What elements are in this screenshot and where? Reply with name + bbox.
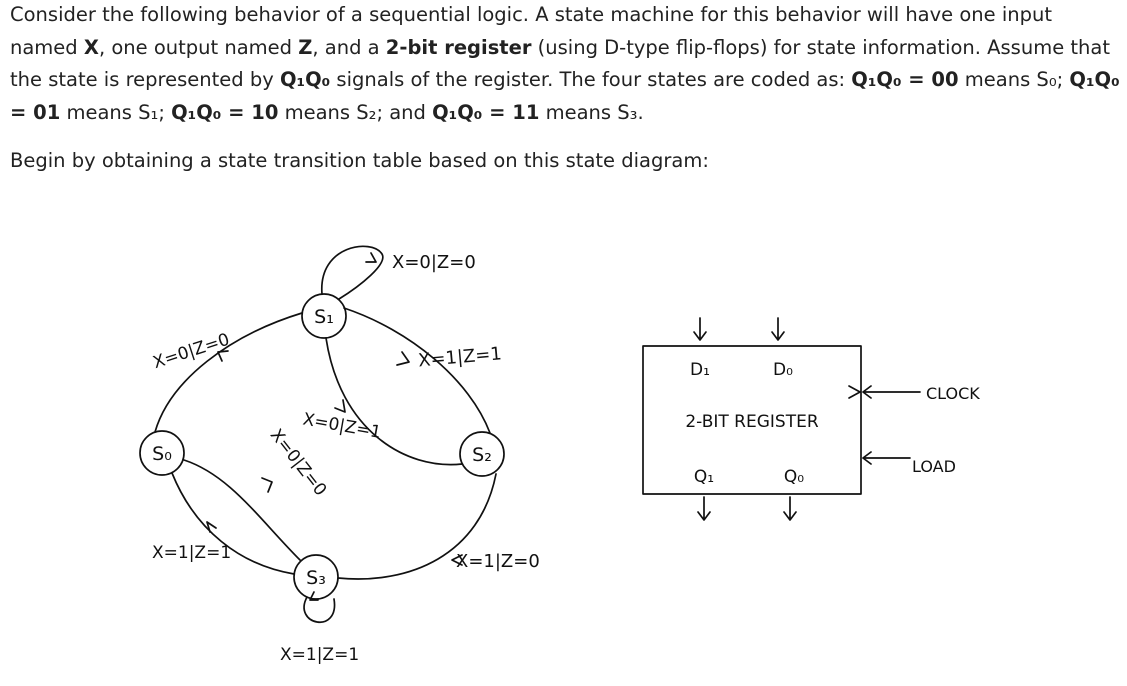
arrowhead [451,554,463,566]
transition-s3-s0-label: X=0|Z=0 [266,425,330,500]
text: , and a [312,35,386,59]
clock-label: CLOCK [926,384,980,403]
register-d0-label: D₀ [773,360,793,380]
load-label: LOAD [912,457,956,476]
state-code: Q₁Q₀ = 00 [851,68,959,92]
state-s0-label: S₀ [152,443,172,465]
text: Consider the following behavior of a seq… [10,3,1053,59]
transition-s1-s2-label: X=1|Z=1 [417,343,502,371]
arrowhead [261,477,273,493]
state-s1-circle [301,293,347,339]
clock-edge-marker [848,385,861,399]
s3-self-loop-arc [303,596,336,624]
s0-to-s3-arc [171,472,295,575]
register-d1-label: D₁ [690,360,710,380]
state-code: Q₁Q₀ = 01 [10,68,1120,124]
s1-to-s2-arc [343,307,491,434]
s3-to-s0-arc [183,459,301,561]
arrowhead [309,591,319,601]
problem-statement: Consider the following behavior of a seq… [10,0,1120,129]
transition-s0-s3-label: X=1|Z=1 [152,543,231,563]
transition-s1-loop-label: X=0|Z=0 [392,252,476,273]
state-s3-label: S₃ [306,567,326,589]
state-code: Q₁Q₀ = 11 [432,100,540,124]
transition-s0-s1-label: X=0|Z=0 [151,330,232,373]
instruction: Begin by obtaining a state transition ta… [10,149,709,172]
state-code: Q₁Q₀ = 10 [171,100,279,124]
s2-to-s3-arc [337,473,497,580]
state-s1-label: S₁ [314,306,334,328]
register-q1-label: Q₁ [694,467,714,487]
state-s0-circle [139,430,185,476]
register-title: 2-BIT REGISTER [685,412,818,432]
register-phrase: 2-bit register [385,35,532,59]
transition-s2-s1-label: X=0|Z=1 [301,410,382,443]
text: , one output named [98,35,299,59]
d1-input-arrow [693,317,707,341]
q1-output-arrow [697,496,711,521]
s1-self-loop-arc [321,245,384,300]
arrowhead [206,521,217,533]
register-q0-label: Q₀ [784,467,804,487]
state-vars: Q₁Q₀ [279,68,331,92]
text: means S₁; [60,100,172,124]
s2-to-s1-arc [325,337,463,466]
clock-arrow [862,385,921,399]
transition-s2-s3-label: X=1|Z=0 [456,551,540,572]
state-s2-label: S₂ [472,444,492,466]
load-arrow [862,451,911,465]
output-name: Z [298,35,313,59]
arrowhead [217,350,229,362]
arrowhead [334,399,346,413]
arrowhead [365,252,377,263]
input-name: X [83,35,99,59]
text: signals of the register. The four states… [330,68,852,92]
q0-output-arrow [783,496,797,521]
s0-to-s1-arc [154,312,303,433]
arrowhead [396,351,410,366]
text: means S₀; [958,68,1070,92]
state-s3-circle [293,554,339,600]
transition-s3-loop-label: X=1|Z=1 [280,645,359,665]
text: means S₃. [539,100,644,124]
d0-input-arrow [771,317,785,341]
text: means S₂; and [278,100,433,124]
text: (using D-type flip-flops) for state info… [10,35,1110,92]
state-s2-circle [459,431,505,477]
register-box [642,345,862,495]
